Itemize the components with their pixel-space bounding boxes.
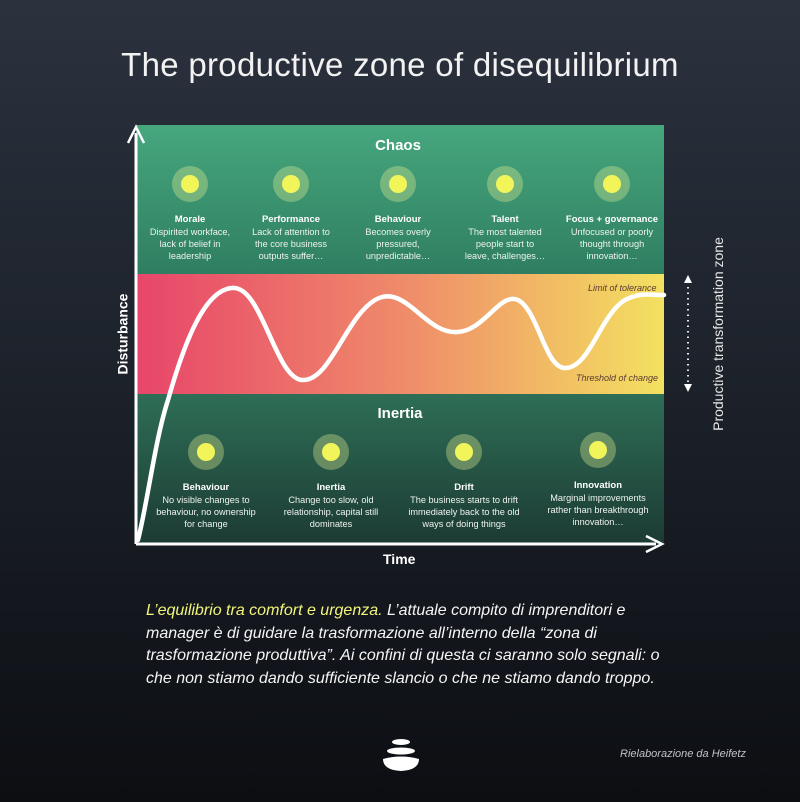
item-desc-line: pressured, (376, 239, 420, 249)
indicator-dot-icon (380, 166, 416, 202)
page-title: The productive zone of disequilibrium (121, 46, 679, 83)
item-desc-line: Dispirited workface, (149, 227, 231, 237)
item-desc-line: lack of belief in (159, 239, 221, 249)
disturbance-curve (135, 285, 667, 543)
indicator-dot-icon (273, 166, 309, 202)
credit: Rielaborazione da Heifetz (620, 748, 746, 760)
item-desc-line: relationship, capital still (283, 507, 379, 517)
item-desc-line: for change (184, 519, 228, 529)
indicator-dot-icon (172, 166, 208, 202)
indicator-dot-icon (313, 434, 349, 470)
y-axis-arrow-icon (126, 124, 146, 144)
side-label: Productive transformation zone (710, 237, 726, 431)
chaos-item-morale: Morale Dispirited workface, lack of beli… (134, 166, 246, 262)
item-desc-line: innovation… (572, 517, 624, 527)
item-desc-line: leave, challenges… (464, 251, 546, 261)
item-desc-line: Marginal improvements (550, 493, 646, 503)
quote-text: L’attuale compito di imprenditori e mana… (146, 602, 660, 687)
item-title: Performance (261, 214, 321, 225)
item-title: Behaviour (374, 214, 422, 225)
item-desc-line: the core business (254, 239, 327, 249)
item-desc-line: rather than breakthrough (547, 505, 649, 515)
indicator-dot-icon (188, 434, 224, 470)
indicator-dot-icon (446, 434, 482, 470)
quote-paragraph: L’equilibrio tra comfort e urgenza. L’at… (146, 600, 666, 690)
inertia-item-behaviour: Behaviour No visible changes to behaviou… (146, 434, 266, 530)
item-title: Drift (454, 482, 474, 493)
item-title: Focus + governance (565, 214, 659, 225)
item-desc-line: leadership (168, 251, 212, 261)
chaos-title: Chaos (375, 137, 421, 154)
item-title: Behaviour (182, 482, 230, 493)
threshold-of-change-label: Threshold of change (576, 373, 659, 383)
indicator-dot-icon (580, 432, 616, 468)
x-axis-label: Time (383, 551, 416, 567)
item-desc-line: ways of doing things (422, 519, 506, 529)
item-desc-line: innovation… (586, 251, 638, 261)
chaos-item-talent: Talent The most talented people start to… (449, 166, 561, 262)
chaos-item-behaviour: Behaviour Becomes overly pressured, unpr… (342, 166, 454, 262)
up-arrow-icon (684, 275, 692, 283)
inertia-item-innovation: Innovation Marginal improvements rather … (538, 432, 658, 528)
item-desc-line: Unfocused or poorly (570, 227, 654, 237)
inertia-title: Inertia (377, 405, 423, 422)
item-desc-line: The business starts to drift (410, 495, 518, 505)
item-desc-line: people start to (475, 239, 535, 249)
logo-stone-icon (383, 756, 419, 771)
inertia-item-drift: Drift The business starts to drift immed… (399, 434, 529, 530)
productive-zone (136, 274, 664, 394)
item-title: Talent (491, 214, 519, 225)
item-desc-line: thought through (579, 239, 645, 249)
item-desc-line: Change too slow, old (288, 495, 374, 505)
indicator-dot-icon (487, 166, 523, 202)
chaos-zone (136, 125, 664, 274)
item-desc-line: Lack of attention to (252, 227, 330, 237)
item-desc-line: dominates (309, 519, 353, 529)
chaos-item-performance: Performance Lack of attention to the cor… (235, 166, 347, 262)
item-desc-line: No visible changes to (162, 495, 250, 505)
item-title: Inertia (316, 482, 346, 493)
x-axis-arrow-icon (645, 534, 665, 554)
logo-stone-icon (387, 747, 415, 755)
quote-highlight: L’equilibrio tra comfort e urgenza. (146, 602, 383, 619)
inertia-item-inertia: Inertia Change too slow, old relationshi… (271, 434, 391, 530)
inertia-zone (136, 394, 664, 544)
item-desc-line: unpredictable… (365, 251, 431, 261)
item-desc-line: outputs suffer… (258, 251, 324, 261)
limit-of-tolerance-label: Limit of tolerance (588, 283, 657, 293)
item-desc-line: The most talented (468, 227, 542, 237)
item-title: Innovation (573, 480, 623, 491)
item-desc-line: behaviour, no ownership (156, 507, 256, 517)
item-desc-line: immediately back to the old (408, 507, 520, 517)
item-desc-line: Becomes overly (365, 227, 431, 237)
down-arrow-icon (684, 384, 692, 392)
item-title: Morale (174, 214, 206, 225)
chaos-item-focus-governance: Focus + governance Unfocused or poorly t… (556, 166, 668, 262)
y-axis-label: Disturbance (114, 293, 131, 375)
logo-stone-icon (392, 739, 410, 745)
indicator-dot-icon (594, 166, 630, 202)
